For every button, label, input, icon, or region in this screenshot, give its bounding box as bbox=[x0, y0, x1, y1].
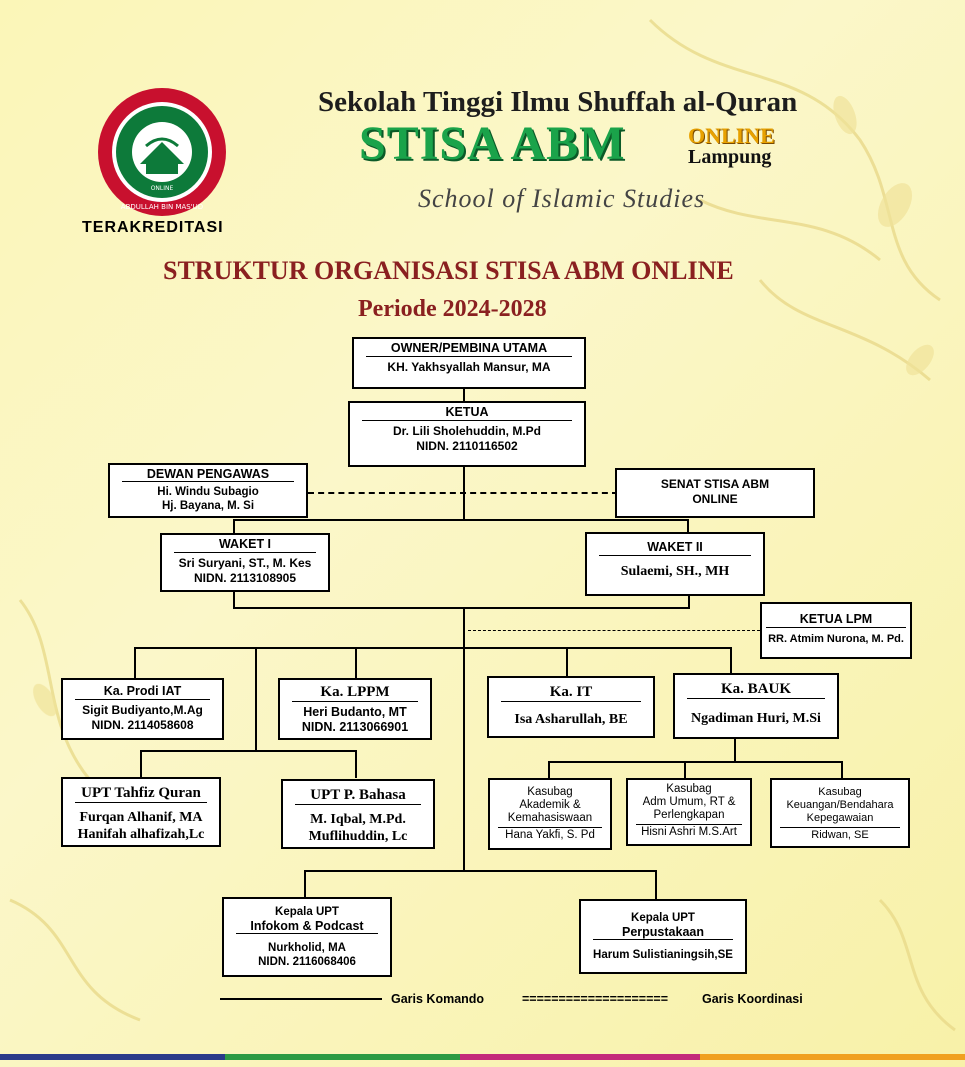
node-it-title: Ka. IT bbox=[501, 678, 641, 702]
node-infokom-title-2: Infokom & Podcast bbox=[236, 919, 378, 934]
node-dewan-pengawas: DEWAN PENGAWAS Hi. Windu Subagio Hj. Bay… bbox=[108, 463, 308, 518]
period-subtitle: Periode 2024-2028 bbox=[358, 296, 547, 322]
logo-bottom-text: ABDULLAH BIN MAS'UD bbox=[121, 203, 203, 211]
node-umum-name: Hisni Ashri M.S.Art bbox=[636, 824, 742, 839]
node-senat-title-1: SENAT STISA ABM bbox=[660, 477, 770, 491]
page-title: STRUKTUR ORGANISASI STISA ABM ONLINE bbox=[163, 256, 734, 285]
node-prodi-iat: Ka. Prodi IAT Sigit Budiyanto,M.Ag NIDN.… bbox=[61, 678, 224, 740]
node-waket1-name: Sri Suryani, ST., M. Kes bbox=[178, 556, 312, 570]
node-ketua-name: Dr. Lili Sholehuddin, M.Pd bbox=[393, 424, 541, 438]
node-it: Ka. IT Isa Asharullah, BE bbox=[487, 676, 655, 738]
node-ketua-lpm: KETUA LPM RR. Atmim Nurona, M. Pd. bbox=[760, 602, 912, 659]
node-waket-1: WAKET I Sri Suryani, ST., M. Kes NIDN. 2… bbox=[160, 533, 330, 592]
node-keuangan-l1: Kasubag bbox=[818, 786, 862, 798]
stisa-logo: ABDULLAH BIN MAS'UD ONLINE bbox=[98, 88, 226, 216]
node-waket1-id: NIDN. 2113108905 bbox=[193, 571, 297, 585]
node-infokom-title-1: Kepala UPT bbox=[275, 906, 339, 918]
node-akademik-l2: Akademik & bbox=[519, 799, 581, 811]
node-ketua-id: NIDN. 2110116502 bbox=[416, 439, 518, 453]
brand-name: STISA ABM bbox=[359, 117, 626, 170]
node-dewan-title: DEWAN PENGAWAS bbox=[122, 465, 294, 482]
legend-command-label: Garis Komando bbox=[391, 992, 485, 1006]
node-lpm-name: RR. Atmim Nurona, M. Pd. bbox=[768, 633, 904, 645]
node-owner-name: KH. Yakhsyallah Mansur, MA bbox=[387, 360, 551, 374]
node-waket2-name: Sulaemi, SH., MH bbox=[620, 564, 730, 579]
node-infokom-name: Nurkholid, MA bbox=[268, 942, 346, 954]
node-upt-infokom: Kepala UPT Infokom & Podcast Nurkholid, … bbox=[222, 897, 392, 977]
node-kasubag-keuangan: Kasubag Keuangan/Bendahara Kepegawaian R… bbox=[770, 778, 910, 848]
node-tahfiz-name-1: Furqan Alhanif, MA bbox=[79, 810, 203, 825]
node-upt-tahfiz: UPT Tahfiz Quran Furqan Alhanif, MA Hani… bbox=[61, 777, 221, 847]
node-perpus-title-2: Perpustakaan bbox=[593, 925, 733, 940]
node-umum-l1: Kasubag bbox=[666, 783, 712, 795]
node-akademik-l3: Kemahasiswaan bbox=[507, 812, 593, 824]
node-umum-l2: Adm Umum, RT & bbox=[642, 796, 736, 808]
legend-coord-label: Garis Koordinasi bbox=[702, 992, 803, 1006]
node-it-name: Isa Asharullah, BE bbox=[514, 712, 628, 727]
node-tahfiz-name-2: Hanifah alhafizah,Lc bbox=[77, 827, 205, 842]
node-prodi-id: NIDN. 2114058608 bbox=[91, 718, 194, 732]
node-lpm-title: KETUA LPM bbox=[766, 604, 906, 628]
node-perpus-name: Harum Sulistianingsih,SE bbox=[593, 949, 733, 961]
node-bauk-name: Ngadiman Huri, M.Si bbox=[691, 711, 821, 726]
node-dewan-name-1: Hi. Windu Subagio bbox=[157, 486, 259, 498]
node-bahasa-title: UPT P. Bahasa bbox=[295, 781, 421, 805]
node-bahasa-name-2: Muflihuddin, Lc bbox=[308, 829, 408, 844]
node-lppm: Ka. LPPM Heri Budanto, MT NIDN. 21130669… bbox=[278, 678, 432, 740]
node-senat-title-2: ONLINE bbox=[692, 492, 738, 506]
node-keuangan-l3: Kepegawaian bbox=[806, 812, 874, 824]
node-lppm-id: NIDN. 2113066901 bbox=[301, 720, 409, 734]
legend-coord-symbol: ==================== bbox=[522, 992, 668, 1006]
node-upt-perpustakaan: Kepala UPT Perpustakaan Harum Sulistiani… bbox=[579, 899, 747, 974]
brand-location: Lampung bbox=[688, 146, 772, 168]
node-prodi-title: Ka. Prodi IAT bbox=[75, 680, 210, 700]
node-ketua-title: KETUA bbox=[362, 403, 572, 421]
logo-online-text: ONLINE bbox=[151, 185, 174, 192]
node-ketua: KETUA Dr. Lili Sholehuddin, M.Pd NIDN. 2… bbox=[348, 401, 586, 467]
node-senat: SENAT STISA ABM ONLINE bbox=[615, 468, 815, 518]
node-owner-title: OWNER/PEMBINA UTAMA bbox=[366, 339, 572, 357]
node-perpus-title-1: Kepala UPT bbox=[631, 912, 695, 924]
node-keuangan-name: Ridwan, SE bbox=[780, 827, 900, 842]
node-lppm-name: Heri Budanto, MT bbox=[303, 705, 407, 719]
node-dewan-name-2: Hj. Bayana, M. Si bbox=[161, 500, 255, 512]
accreditation-badge: TERAKREDITASI bbox=[82, 219, 224, 236]
node-akademik-name: Hana Yakfi, S. Pd bbox=[498, 827, 602, 842]
node-kasubag-akademik: Kasubag Akademik & Kemahasiswaan Hana Ya… bbox=[488, 778, 612, 850]
node-tahfiz-title: UPT Tahfiz Quran bbox=[75, 779, 207, 803]
node-infokom-id: NIDN. 2116068406 bbox=[258, 956, 356, 968]
brand-online: ONLINE bbox=[688, 123, 775, 148]
tagline: School of Islamic Studies bbox=[418, 184, 706, 213]
node-akademik-l1: Kasubag bbox=[527, 786, 573, 798]
legend-command-line bbox=[220, 998, 382, 1000]
node-kasubag-umum: Kasubag Adm Umum, RT & Perlengkapan Hisn… bbox=[626, 778, 752, 846]
institution-name: Sekolah Tinggi Ilmu Shuffah al-Quran bbox=[318, 86, 798, 118]
node-owner: OWNER/PEMBINA UTAMA KH. Yakhsyallah Mans… bbox=[352, 337, 586, 389]
node-lppm-title: Ka. LPPM bbox=[292, 680, 418, 702]
node-keuangan-l2: Keuangan/Bendahara bbox=[786, 799, 894, 811]
node-waket2-title: WAKET II bbox=[599, 534, 751, 556]
node-waket-2: WAKET II Sulaemi, SH., MH bbox=[585, 532, 765, 596]
node-waket1-title: WAKET I bbox=[174, 535, 316, 553]
node-prodi-name: Sigit Budiyanto,M.Ag bbox=[82, 703, 203, 717]
node-umum-l3: Perlengkapan bbox=[653, 809, 725, 821]
node-bauk: Ka. BAUK Ngadiman Huri, M.Si bbox=[673, 673, 839, 739]
node-upt-bahasa: UPT P. Bahasa M. Iqbal, M.Pd. Muflihuddi… bbox=[281, 779, 435, 849]
node-bahasa-name-1: M. Iqbal, M.Pd. bbox=[310, 812, 406, 827]
node-bauk-title: Ka. BAUK bbox=[687, 675, 825, 699]
